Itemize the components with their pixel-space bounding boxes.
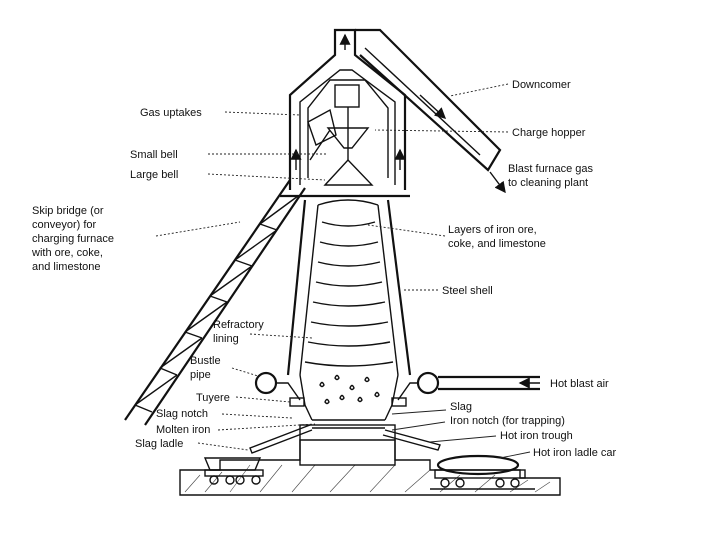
- label-hot-iron-ladle-car: Hot iron ladle car: [533, 447, 616, 459]
- label-skip-3: charging furnace: [32, 233, 114, 245]
- furnace-shaft: [286, 199, 412, 429]
- slag-ladle-car: [203, 457, 264, 485]
- label-refractory-1: Refractory: [213, 319, 264, 331]
- label-layers-1: Layers of iron ore,: [448, 224, 537, 236]
- label-small-bell: Small bell: [130, 149, 178, 161]
- label-gas-uptakes: Gas uptakes: [140, 107, 202, 119]
- hot-iron-ladle-car: [430, 454, 535, 490]
- label-layers-2: coke, and limestone: [448, 238, 546, 250]
- label-blast-gas-1: Blast furnace gas: [508, 163, 593, 175]
- furnace-top: [280, 28, 410, 198]
- labels: Downcomer Gas uptakes Charge hopper Smal…: [31, 79, 616, 459]
- label-slag: Slag: [450, 401, 472, 413]
- label-hot-blast-air: Hot blast air: [550, 378, 609, 390]
- label-blast-gas-2: to cleaning plant: [508, 177, 588, 189]
- label-skip-4: with ore, coke,: [31, 247, 103, 259]
- label-hot-iron-trough: Hot iron trough: [500, 430, 573, 442]
- label-downcomer: Downcomer: [512, 79, 571, 91]
- label-steel-shell: Steel shell: [442, 285, 493, 297]
- label-bustle-2: pipe: [190, 369, 211, 381]
- label-charge-hopper: Charge hopper: [512, 127, 586, 139]
- label-skip-5: and limestone: [32, 261, 101, 273]
- foundation: [179, 424, 561, 496]
- label-slag-notch: Slag notch: [156, 408, 208, 420]
- label-iron-notch: Iron notch (for trapping): [450, 415, 565, 427]
- skip-bridge: [124, 108, 337, 426]
- troughs: [249, 424, 441, 454]
- label-skip-1: Skip bridge (or: [32, 205, 104, 217]
- label-skip-2: conveyor) for: [32, 219, 97, 231]
- label-large-bell: Large bell: [130, 169, 178, 181]
- label-slag-ladle: Slag ladle: [135, 438, 183, 450]
- label-refractory-2: lining: [213, 333, 239, 345]
- label-bustle-1: Bustle: [190, 355, 221, 367]
- bustle-pipe-assembly: [254, 371, 540, 407]
- label-tuyere: Tuyere: [196, 392, 230, 404]
- leader-lines: [155, 83, 531, 459]
- molten-droplets: [319, 374, 380, 405]
- label-molten-iron: Molten iron: [156, 424, 210, 436]
- downcomer-pipe: [355, 28, 506, 194]
